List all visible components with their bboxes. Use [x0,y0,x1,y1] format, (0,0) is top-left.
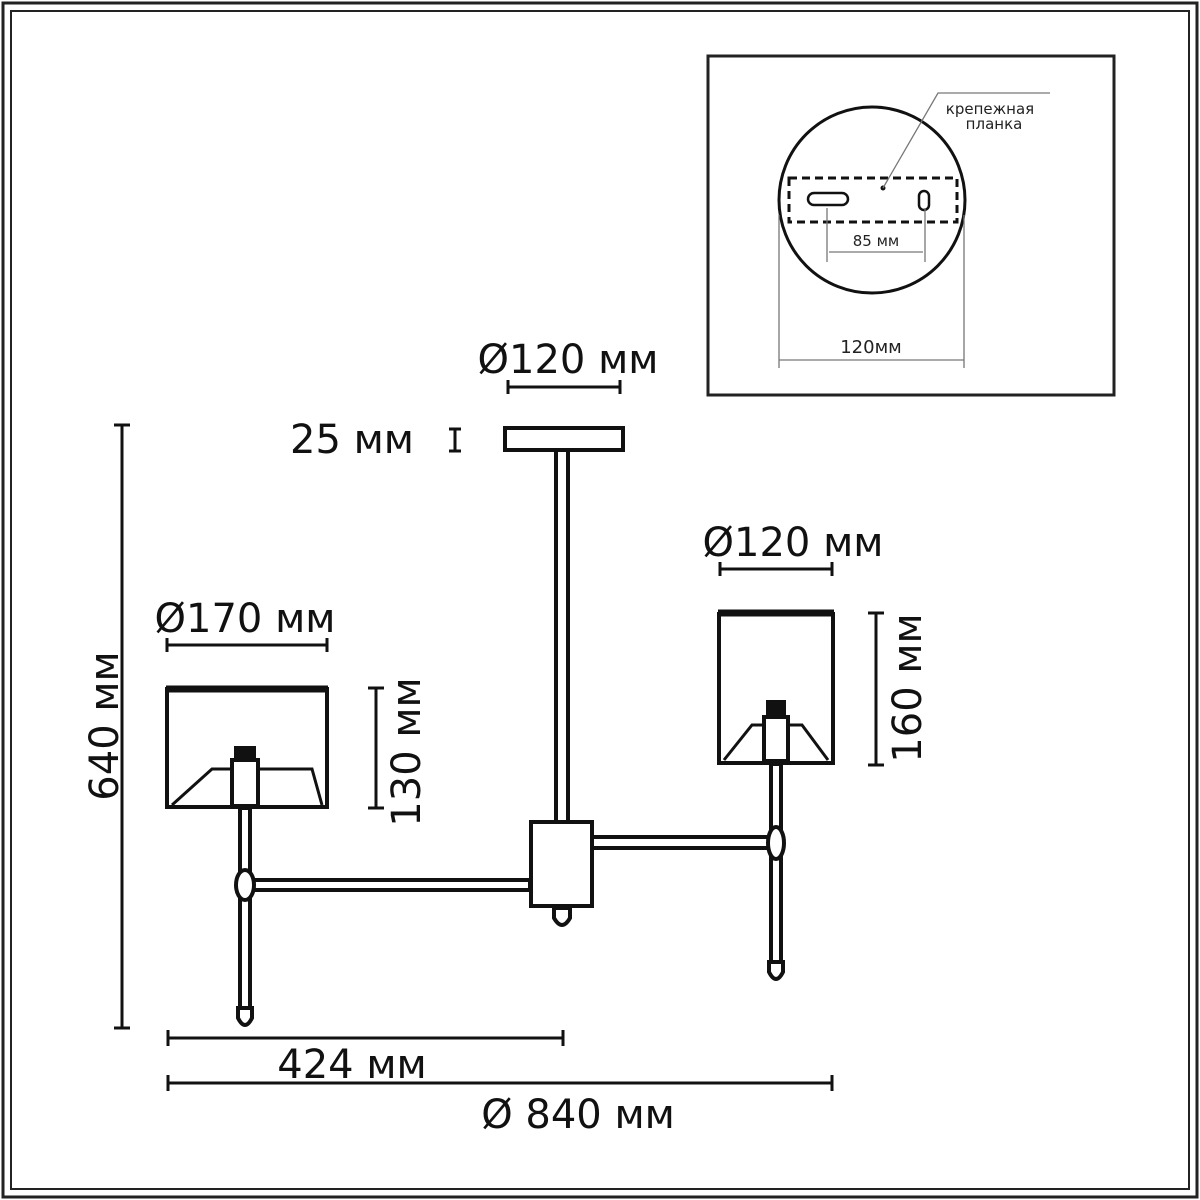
left-shade-height-label: 130 мм [384,677,430,826]
left-shade-frame [170,767,324,807]
bracket-label-line2: планка [966,115,1023,133]
right-arm [590,835,774,850]
left-stem [238,806,252,1010]
center-finial [552,906,572,927]
left-arm [250,878,532,892]
canopy [503,426,625,452]
bracket-label-line1: крепежная [946,100,1034,118]
right-joint [766,825,786,861]
right-stem [769,762,783,966]
leader-line [882,92,1050,189]
mounting-inset: крепежная планка 85 мм 120мм [706,54,1116,397]
center-hub [529,820,594,908]
left-joint [234,868,256,902]
slot-hole-right [917,189,931,212]
left-socket [230,758,260,808]
left-finial [236,1006,254,1027]
right-finial [767,960,785,981]
right-shade-diameter-label: Ø120 мм [703,520,884,566]
mounting-bracket [787,176,959,224]
left-shade-diameter-label: Ø170 мм [155,596,336,642]
canopy-height-label: 25 мм [290,417,414,463]
canopy-circle [777,105,967,295]
canopy-diameter-label: Ø120 мм [478,337,659,383]
slot-hole-left [806,191,850,207]
right-lamp [717,609,835,981]
central-rod [554,448,570,824]
right-socket [762,715,790,763]
right-bulb-cap [766,700,786,718]
total-diameter-label: Ø 840 мм [481,1092,675,1138]
inset-diameter-label: 120мм [840,337,902,358]
inner-frame [10,10,1190,1190]
arm-length-label: 424 мм [277,1042,426,1088]
canopy-height-dimension [449,427,461,453]
hole-spacing-label: 85 мм [853,232,900,250]
left-lamp [165,685,329,1027]
total-height-label: 640 мм [82,651,128,800]
inset-frame [706,54,1116,397]
right-shade-height-label: 160 мм [885,613,931,762]
left-bulb-cap [234,746,256,762]
